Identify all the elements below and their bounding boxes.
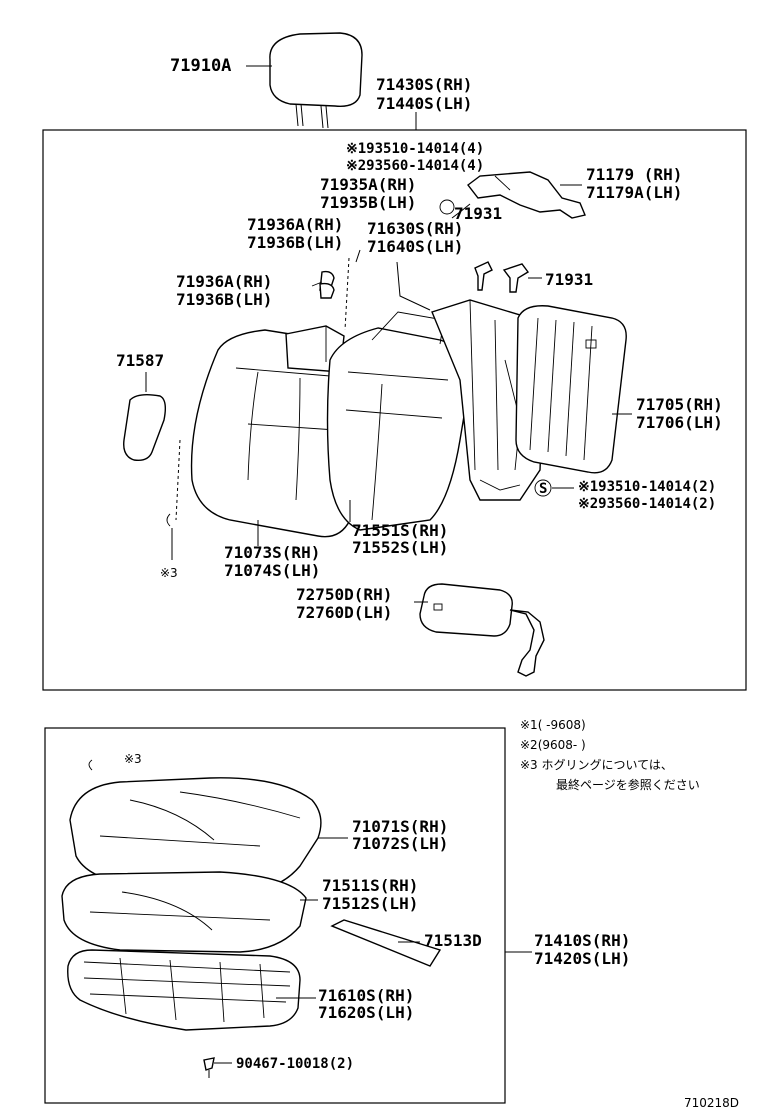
seat-back-board-part — [515, 305, 627, 474]
hogring-icon-back — [166, 513, 171, 527]
label-frame-lh: 71640S(LH) — [367, 237, 463, 256]
cushion-pad-part — [61, 871, 307, 953]
label-bezel-rh: 71935A(RH) — [320, 175, 416, 194]
seat-back-pad-part — [326, 311, 471, 531]
label-support-lh-1: 71936B(LH) — [247, 233, 343, 252]
hogring-icon-cushion — [88, 759, 93, 771]
support-71936-lower — [319, 282, 335, 299]
label-cushion-pad-lh: 71512S(LH) — [322, 894, 418, 913]
bolt-s-symbol-top — [439, 199, 455, 215]
label-cushion-cover-rh: 71071S(RH) — [352, 817, 448, 836]
label-bolt-4: ※293560-14014(2) — [578, 496, 716, 512]
label-bolt-2: ※293560-14014(4) — [346, 158, 484, 174]
note-3: ※3 ホグリングについては、 — [520, 758, 673, 772]
label-bolt-1: ※193510-14014(4) — [346, 141, 484, 157]
label-sheet: 71513D — [424, 931, 482, 950]
small-pad-part — [123, 393, 167, 462]
label-hogring-ref-back: ※3 — [160, 566, 178, 580]
label-hogring-ref-cushion: ※3 — [124, 752, 142, 766]
label-guide-a: 71931 — [454, 204, 502, 223]
sheet-part — [330, 919, 442, 967]
label-cover-back-rh: 71073S(RH) — [224, 543, 320, 562]
label-headrest: 71910A — [170, 56, 231, 76]
label-support-rh-2: 71936A(RH) — [176, 272, 272, 291]
frame-leader — [396, 261, 431, 311]
figure-id: 710218D — [684, 1096, 739, 1110]
note-4: 最終ページを参照ください — [556, 777, 700, 792]
label-board-rh: 71705(RH) — [636, 395, 723, 414]
label-frame-rh: 71630S(RH) — [367, 219, 463, 238]
bolt-s-symbol — [534, 479, 552, 497]
bolt-s-letter: S — [539, 481, 547, 497]
label-pad-back-lh: 71552S(LH) — [352, 538, 448, 557]
label-bezel-lh: 71935B(LH) — [320, 193, 416, 212]
seat-cushion-group-frame — [44, 727, 506, 1104]
label-spring-rh: 71610S(RH) — [318, 986, 414, 1005]
label-screw: 90467-10018(2) — [236, 1056, 354, 1072]
hinge-cover-part — [467, 171, 586, 219]
label-cushion-assy-rh: 71410S(RH) — [534, 931, 630, 950]
label-cover-back-lh: 71074S(LH) — [224, 561, 320, 580]
label-spring-lh: 71620S(LH) — [318, 1003, 414, 1022]
label-support-lh-2: 71936B(LH) — [176, 290, 272, 309]
note-2: ※2(9608- ) — [520, 738, 586, 752]
label-pad-back-rh: 71551S(RH) — [352, 521, 448, 540]
guide-71931-left — [474, 261, 493, 291]
label-back-assy-lh: 71440S(LH) — [376, 94, 472, 113]
cushion-spring-frame-part — [67, 949, 301, 1031]
guide-71931-right — [502, 263, 530, 293]
note-1: ※1( -9608) — [520, 718, 586, 732]
headrest-part — [269, 32, 363, 129]
label-support-rh-1: 71936A(RH) — [247, 215, 343, 234]
label-hinge-rh: 71179 (RH) — [586, 165, 682, 184]
label-cushion-cover-lh: 71072S(LH) — [352, 834, 448, 853]
support-hook — [355, 249, 361, 263]
label-hinge-lh: 71179A(LH) — [586, 183, 682, 202]
label-cushion-pad-rh: 71511S(RH) — [322, 876, 418, 895]
label-cushion-assy-lh: 71420S(LH) — [534, 949, 630, 968]
label-board-lh: 71706(LH) — [636, 413, 723, 432]
guide-top-leader — [451, 203, 471, 219]
support-dash-line — [344, 257, 350, 331]
label-small-pad: 71587 — [116, 351, 164, 370]
label-armrest-rh: 72750D(RH) — [296, 585, 392, 604]
label-back-assy-rh: 71430S(RH) — [376, 75, 472, 94]
hogring-dash-back — [175, 439, 181, 521]
label-guide-b: 71931 — [545, 270, 593, 289]
label-bolt-3: ※193510-14014(2) — [578, 479, 716, 495]
label-armrest-lh: 72760D(LH) — [296, 603, 392, 622]
seat-back-frame-part — [431, 299, 546, 501]
seat-back-group-frame — [42, 129, 747, 691]
armrest-part — [419, 583, 545, 677]
screw-part — [203, 1057, 215, 1078]
